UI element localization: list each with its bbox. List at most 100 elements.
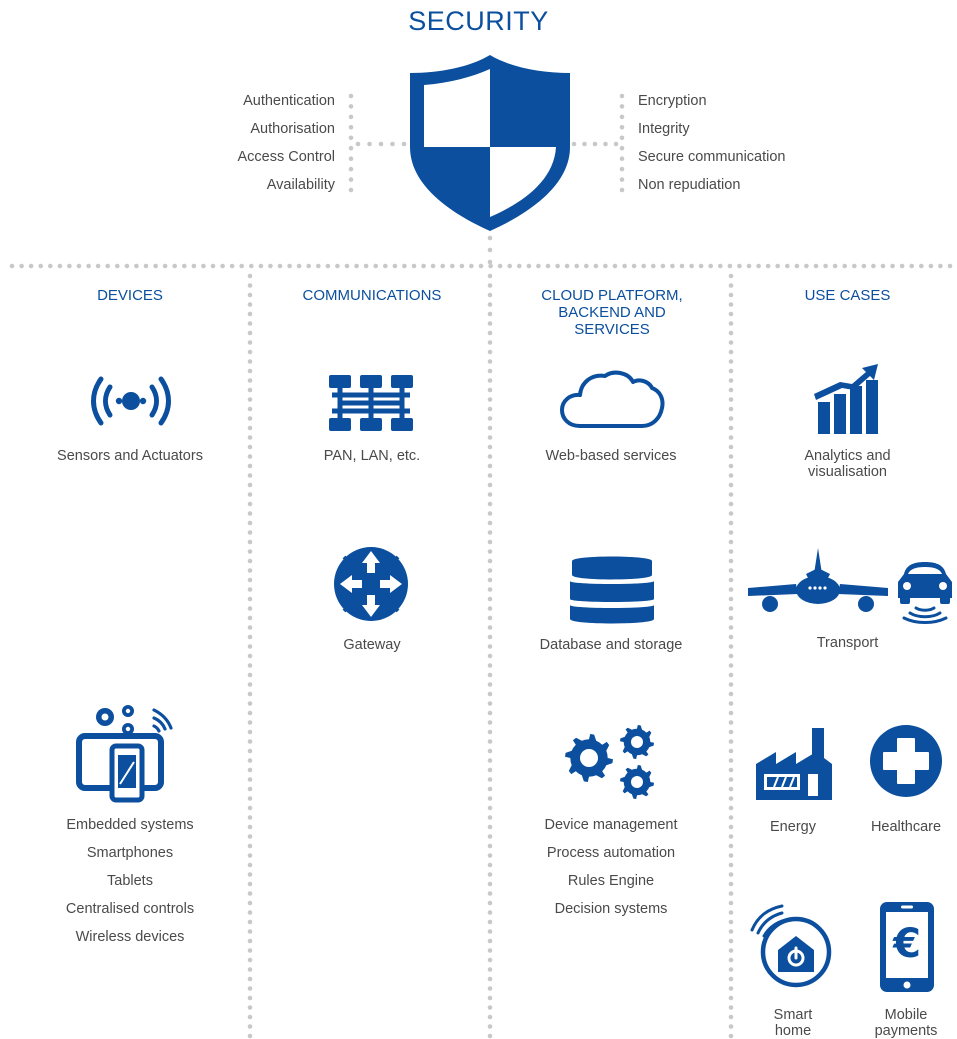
dot (162, 263, 168, 269)
dot (728, 359, 734, 364)
dot (402, 263, 407, 269)
dot (728, 843, 734, 849)
web-services-label: Web-based services (545, 448, 677, 464)
dot (143, 263, 149, 269)
dot (277, 263, 283, 269)
cloud-heading: CLOUD PLATFORM, BACKEND AND SERVICES (510, 287, 714, 338)
dot (247, 672, 253, 678)
dot (348, 156, 354, 161)
dot (247, 796, 253, 801)
dot (421, 263, 426, 269)
dot (487, 986, 493, 991)
dot (728, 872, 734, 877)
dot (728, 473, 734, 478)
dot (679, 263, 685, 269)
dot (487, 577, 493, 583)
dot (459, 263, 465, 269)
dot (247, 302, 253, 307)
dot (247, 957, 253, 963)
dot (76, 263, 82, 269)
dot (698, 263, 704, 269)
dot (239, 263, 244, 269)
dot (487, 672, 493, 678)
dot (247, 967, 253, 972)
dot (487, 834, 493, 839)
dot (258, 263, 264, 269)
gear-hole (580, 749, 598, 767)
dot (247, 606, 253, 611)
dot (348, 104, 354, 109)
dot (487, 330, 493, 336)
dot (487, 387, 493, 393)
security-right-vertical-dots (619, 93, 625, 193)
dot (487, 634, 493, 640)
dot (571, 141, 577, 147)
dot (344, 263, 350, 269)
cloud-icon (560, 370, 665, 428)
dot (247, 843, 253, 849)
dot (728, 568, 734, 573)
dot (487, 796, 493, 801)
security-item: Secure communication (638, 149, 786, 165)
dot (487, 454, 493, 459)
dot (728, 682, 734, 687)
dot (247, 881, 253, 887)
dot (430, 263, 436, 269)
dot (153, 263, 158, 269)
dot (746, 263, 752, 269)
dot (348, 93, 354, 99)
dot (880, 263, 886, 269)
dot (487, 843, 493, 849)
list-item: Process automation (546, 845, 676, 861)
dot (728, 777, 734, 782)
dot (487, 1005, 493, 1010)
euro-symbol: € (893, 921, 921, 967)
dot (619, 104, 625, 109)
dot (247, 824, 253, 830)
dot (378, 141, 384, 147)
mobile-payments-label: Mobile payments (856, 1007, 956, 1039)
dot (718, 263, 723, 269)
dot (348, 177, 354, 182)
smart-home-label: Smart home (743, 1007, 843, 1039)
dot (775, 263, 780, 269)
dot (728, 321, 734, 326)
dot (619, 187, 625, 193)
dot (728, 758, 734, 763)
dot (487, 881, 493, 887)
security-right-connector-dots (571, 141, 619, 147)
dot (728, 986, 734, 991)
sensors-label: Sensors and Actuators (57, 448, 203, 464)
dot (728, 663, 734, 668)
dot (247, 938, 253, 944)
dot (247, 691, 253, 697)
dot (487, 359, 493, 364)
dot (247, 397, 253, 402)
dot (247, 1014, 253, 1020)
dot (247, 748, 253, 754)
dot (247, 511, 253, 516)
dot (191, 263, 197, 269)
dot (612, 263, 618, 269)
analytics-label-line: visualisation (808, 464, 887, 480)
dot (852, 263, 857, 269)
dot (728, 881, 734, 887)
dot (247, 729, 253, 735)
dot (728, 330, 734, 336)
dot (247, 739, 253, 744)
dot (487, 397, 493, 402)
dot (469, 263, 474, 269)
dot (728, 701, 734, 706)
dot (487, 311, 493, 317)
dot (487, 900, 493, 906)
dot (728, 520, 734, 526)
dot (411, 263, 417, 269)
dot (247, 330, 253, 336)
dot (728, 1005, 734, 1010)
security-item: Encryption (638, 93, 707, 109)
dot (487, 615, 493, 621)
dot (564, 263, 570, 269)
dot (737, 263, 742, 269)
dot (728, 444, 734, 450)
dot (487, 967, 493, 972)
